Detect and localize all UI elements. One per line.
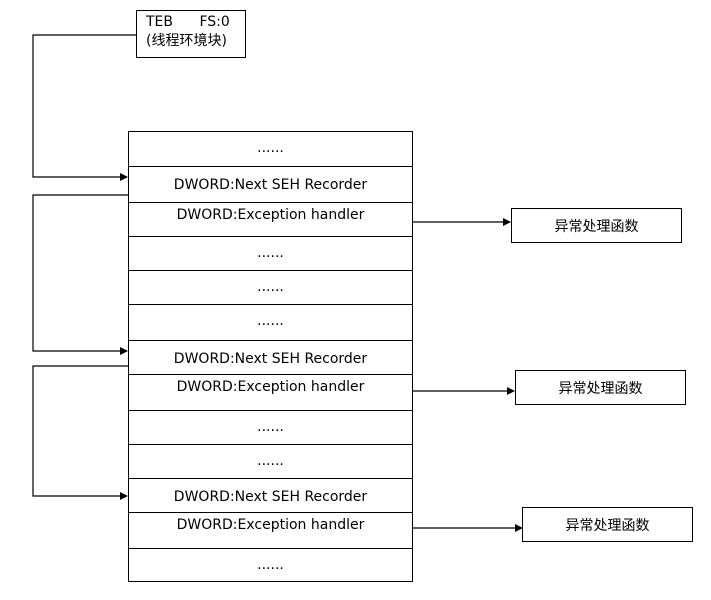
exception-handler-function-box: 异常处理函数 (511, 208, 682, 243)
stack-cell-next-seh-recorder: DWORD:Next SEH Recorder (129, 340, 412, 374)
stack-cell-ellipsis: ...... (129, 410, 412, 444)
stack-cell-next-seh-recorder: DWORD:Next SEH Recorder (129, 166, 412, 202)
exception-handler-function-box: 异常处理函数 (522, 507, 693, 542)
teb-box: TEB FS:0 (线程环境块) (136, 10, 246, 58)
teb-name: TEB (146, 14, 174, 30)
stack-cell-exception-handler: DWORD:Exception handler (129, 202, 412, 236)
stack-cell-ellipsis: ...... (129, 270, 412, 304)
next-link-arrow-2 (32, 365, 128, 500)
next-link-arrow-1 (32, 194, 128, 355)
stack-cell-ellipsis: ...... (129, 236, 412, 270)
stack-cell-ellipsis: ...... (129, 444, 412, 478)
teb-header: TEB FS:0 (146, 13, 245, 32)
stack-cell-exception-handler: DWORD:Exception handler (129, 512, 412, 548)
exception-handler-function-box: 异常处理函数 (515, 370, 686, 405)
teb-description: (线程环境块) (146, 33, 227, 49)
stack-cell-ellipsis: ...... (129, 304, 412, 340)
stack-cell-next-seh-recorder: DWORD:Next SEH Recorder (129, 478, 412, 512)
stack-cell-exception-handler: DWORD:Exception handler (129, 374, 412, 410)
stack-cell-ellipsis: ...... (129, 548, 412, 583)
stack-cell-ellipsis: ...... (257, 140, 284, 156)
fs0-pointer-arrow (32, 34, 136, 181)
teb-register: FS:0 (199, 14, 230, 30)
